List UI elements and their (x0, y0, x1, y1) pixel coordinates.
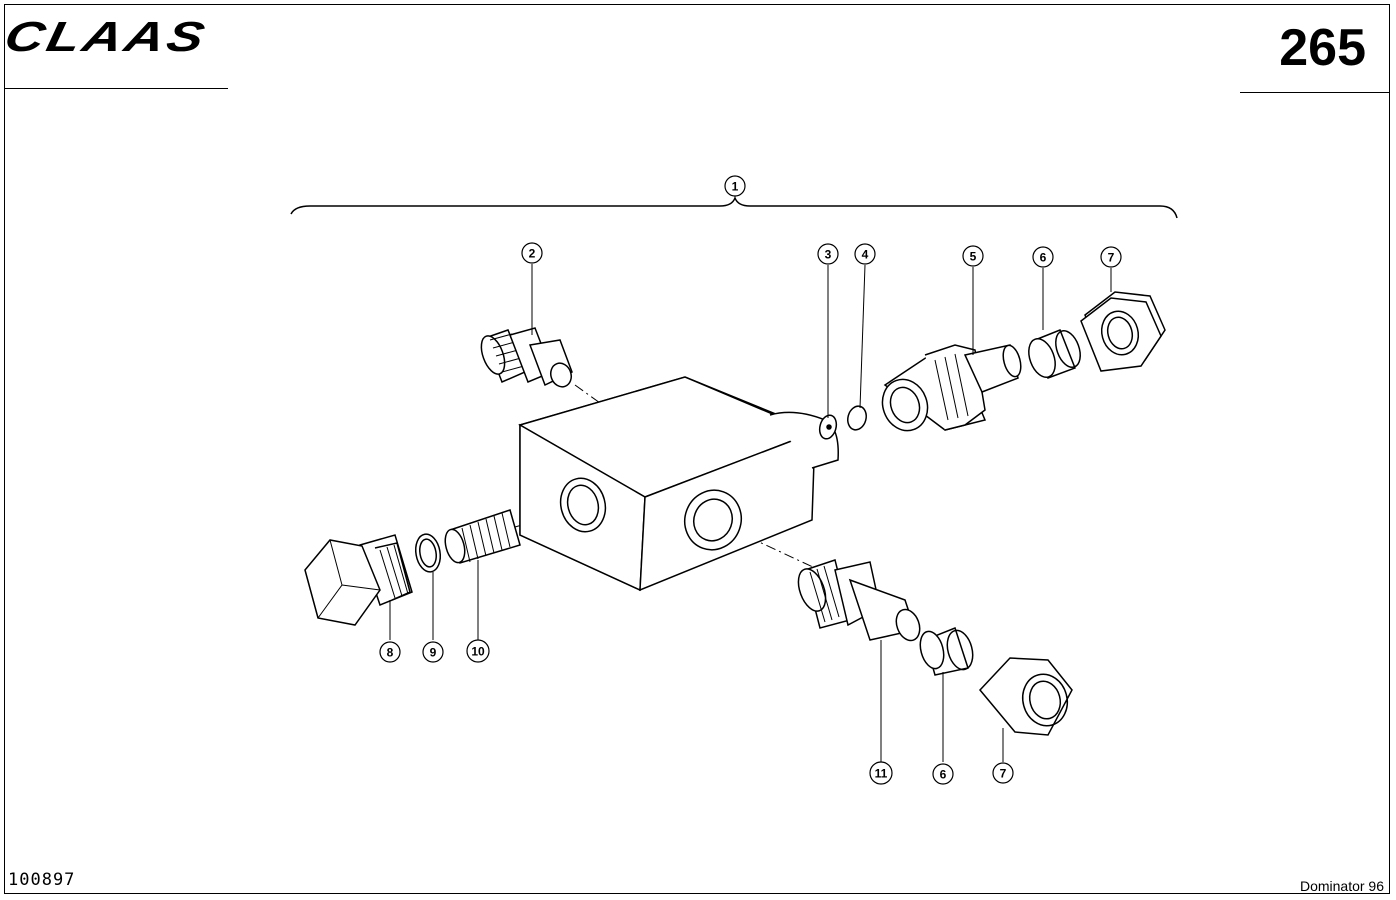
header-rule-left (4, 88, 228, 89)
svg-text:11: 11 (875, 767, 888, 781)
svg-text:2: 2 (529, 247, 536, 261)
part-3-washer (818, 414, 838, 440)
valve-block (518, 376, 839, 592)
part-7-hex-nut-bottom (978, 657, 1073, 736)
callout-6-bottom: 6 (932, 763, 954, 785)
part-6-sleeve-bottom (919, 627, 974, 676)
svg-text:8: 8 (387, 646, 394, 660)
callout-4: 4 (854, 243, 876, 265)
callouts: 1 2 3 4 5 6 7 8 9 10 11 6 7 (379, 175, 1122, 785)
svg-text:9: 9 (430, 646, 437, 660)
svg-text:7: 7 (1000, 767, 1007, 781)
svg-text:7: 7 (1108, 251, 1115, 265)
svg-text:1: 1 (732, 180, 739, 194)
svg-text:5: 5 (970, 250, 977, 264)
part-11-threaded-union (797, 559, 921, 642)
svg-text:6: 6 (1040, 251, 1047, 265)
callout-2: 2 (521, 242, 543, 264)
svg-text:4: 4 (862, 248, 869, 262)
part-5-connector (881, 344, 1022, 432)
model-name: Dominator 96 (1299, 878, 1384, 894)
part-2-threaded-union (480, 327, 573, 388)
assembly-brace (290, 195, 1178, 219)
part-8-hex-plug (304, 534, 413, 626)
page-frame (4, 4, 1390, 894)
part-4-snap-ring (847, 405, 867, 431)
svg-text:3: 3 (825, 248, 832, 262)
callout-10: 10 (466, 639, 490, 663)
callout-7-bottom: 7 (992, 762, 1014, 784)
callout-3: 3 (817, 243, 839, 265)
leader-lines (389, 196, 1112, 762)
page-number: 265 (1279, 19, 1366, 77)
callout-5: 5 (962, 245, 984, 267)
callout-7-top: 7 (1100, 246, 1122, 268)
callout-8: 8 (379, 641, 401, 663)
svg-text:10: 10 (471, 645, 485, 659)
part-9-seal-ring (414, 533, 442, 573)
document-number: 100897 (8, 870, 76, 890)
callout-6-top: 6 (1032, 246, 1054, 268)
callout-9: 9 (422, 641, 444, 663)
callout-1: 1 (724, 175, 746, 197)
part-6-sleeve-top (1028, 329, 1081, 379)
header-rule-right (1240, 92, 1390, 93)
part-10-spring (444, 509, 521, 564)
callout-11: 11 (869, 761, 893, 785)
svg-text:6: 6 (940, 768, 947, 782)
part-7-hex-nut-top (1080, 291, 1166, 372)
